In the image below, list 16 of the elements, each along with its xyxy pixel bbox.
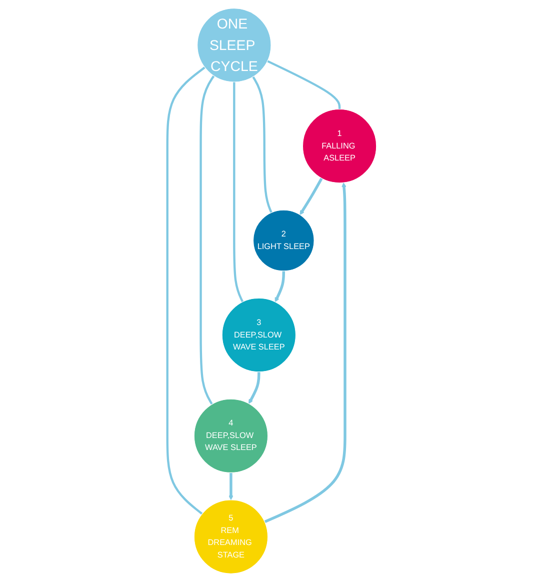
arrow	[299, 178, 323, 216]
node-circle: 4 DEEP,SLOW WAVE SLEEP	[194, 398, 268, 473]
connector	[266, 60, 340, 110]
node-circle: 3 DEEP,SLOW WAVE SLEEP	[221, 298, 296, 372]
arrow	[248, 372, 260, 404]
node-circle: ONE SLEEP CYCLE	[196, 8, 271, 82]
connector	[252, 76, 272, 214]
connector	[199, 75, 214, 405]
node-circle: 2 LIGHT SLEEP	[252, 210, 314, 272]
connector	[166, 66, 206, 515]
node-circle: 5 REM DREAMING STAGE	[194, 500, 268, 574]
node-circle: 1 FALLING ASLEEP	[302, 109, 376, 184]
arrow	[274, 270, 285, 302]
arrow	[264, 182, 346, 524]
connector	[232, 82, 244, 302]
arrow	[228, 472, 233, 500]
